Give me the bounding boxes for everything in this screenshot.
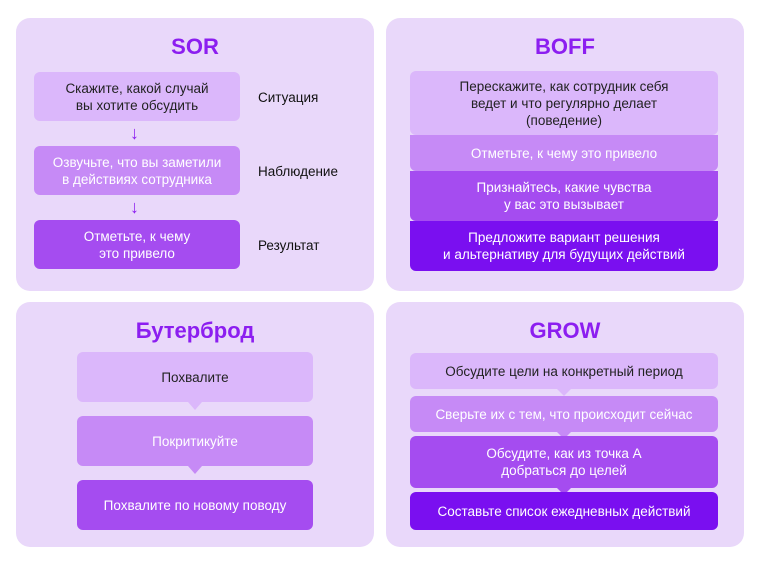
sor-label-situation: Ситуация xyxy=(258,90,319,105)
grow-step-reality: Сверьте их с тем, что происходит сейчас xyxy=(410,396,718,432)
sor-label-result: Результат xyxy=(258,238,320,253)
down-arrow-icon: ↓ xyxy=(130,197,139,217)
grow-step-options: Обсудите, как из точка А добраться до це… xyxy=(410,436,718,488)
sandwich-step-praise: Похвалите xyxy=(77,352,313,402)
boff-card: BOFF Перескажите, как сотрудник себя вед… xyxy=(386,18,744,291)
notch-icon xyxy=(188,402,202,410)
notch-icon xyxy=(557,389,571,396)
sor-label-observation: Наблюдение xyxy=(258,164,338,179)
sandwich-step-praise-again: Похвалите по новому поводу xyxy=(77,480,313,530)
sor-title: SOR xyxy=(171,34,219,59)
boff-step-future: Предложите вариант решения и альтернатив… xyxy=(410,221,718,271)
down-arrow-icon: ↓ xyxy=(130,123,139,143)
grow-title: GROW xyxy=(529,318,601,343)
grow-step-actions: Составьте список ежедневных действий xyxy=(410,492,718,530)
sandwich-title: Бутерброд xyxy=(135,318,255,343)
boff-step-outcome: Отметьте, к чему это привело xyxy=(410,135,718,171)
notch-icon xyxy=(557,488,571,495)
boff-step-feelings: Признайтесь, какие чувства у вас это выз… xyxy=(410,171,718,221)
notch-icon xyxy=(557,432,571,439)
sor-card: SOR Скажите, какой случай вы хотите обсу… xyxy=(16,18,374,291)
grow-card: GROW Обсудите цели на конкретный период … xyxy=(386,302,744,547)
sor-step-result: Отметьте, к чему это привело xyxy=(34,220,240,269)
grow-step-goals: Обсудите цели на конкретный период xyxy=(410,353,718,389)
notch-icon xyxy=(188,466,202,474)
boff-title: BOFF xyxy=(535,34,595,59)
sandwich-step-critique: Покритикуйте xyxy=(77,416,313,466)
sor-step-observation: Озвучьте, что вы заметили в действиях со… xyxy=(34,146,240,195)
sandwich-card: Бутерброд Похвалите Покритикуйте Похвали… xyxy=(16,302,374,547)
sor-step-situation: Скажите, какой случай вы хотите обсудить xyxy=(34,72,240,121)
boff-step-behavior: Перескажите, как сотрудник себя ведет и … xyxy=(410,71,718,135)
